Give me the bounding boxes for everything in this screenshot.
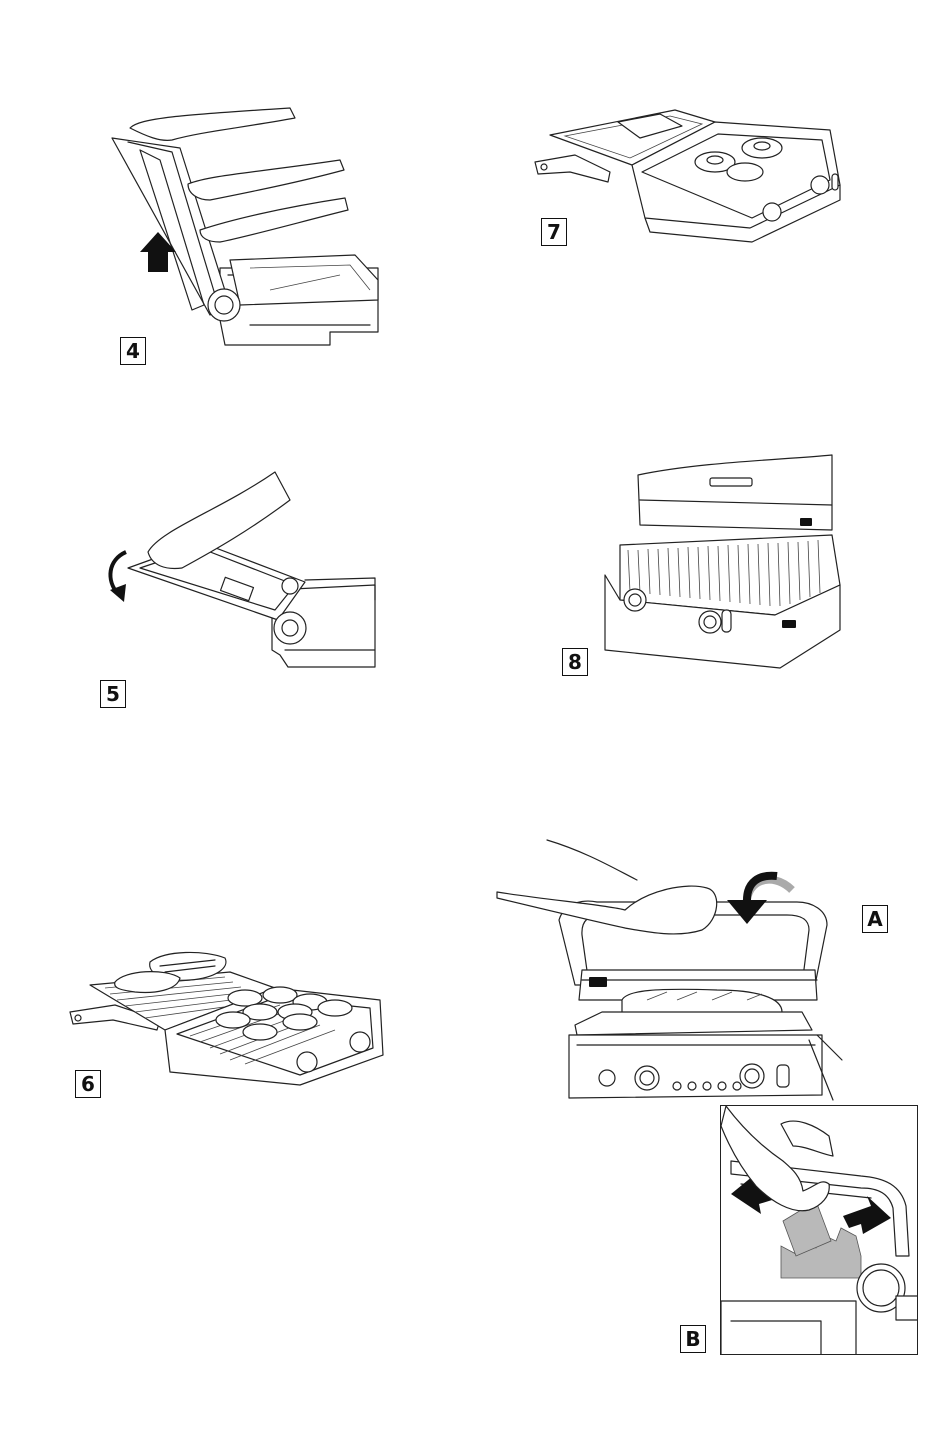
step-b-label: B bbox=[680, 1325, 706, 1353]
figure-a-illustration bbox=[497, 840, 852, 1105]
step-7-label: 7 bbox=[541, 218, 567, 246]
figure-8-illustration bbox=[600, 450, 845, 680]
step-5-label: 5 bbox=[100, 680, 126, 708]
figure-6-illustration bbox=[65, 950, 390, 1095]
step-8-label: 8 bbox=[562, 648, 588, 676]
figure-5-illustration bbox=[100, 470, 380, 670]
figure-b-illustration bbox=[721, 1106, 918, 1355]
step-4-label: 4 bbox=[120, 337, 146, 365]
figure-4-illustration bbox=[100, 100, 380, 355]
step-6-label: 6 bbox=[75, 1070, 101, 1098]
step-a-label: A bbox=[862, 905, 888, 933]
figure-7-illustration bbox=[530, 100, 850, 245]
figure-b-inset-frame bbox=[720, 1105, 918, 1355]
